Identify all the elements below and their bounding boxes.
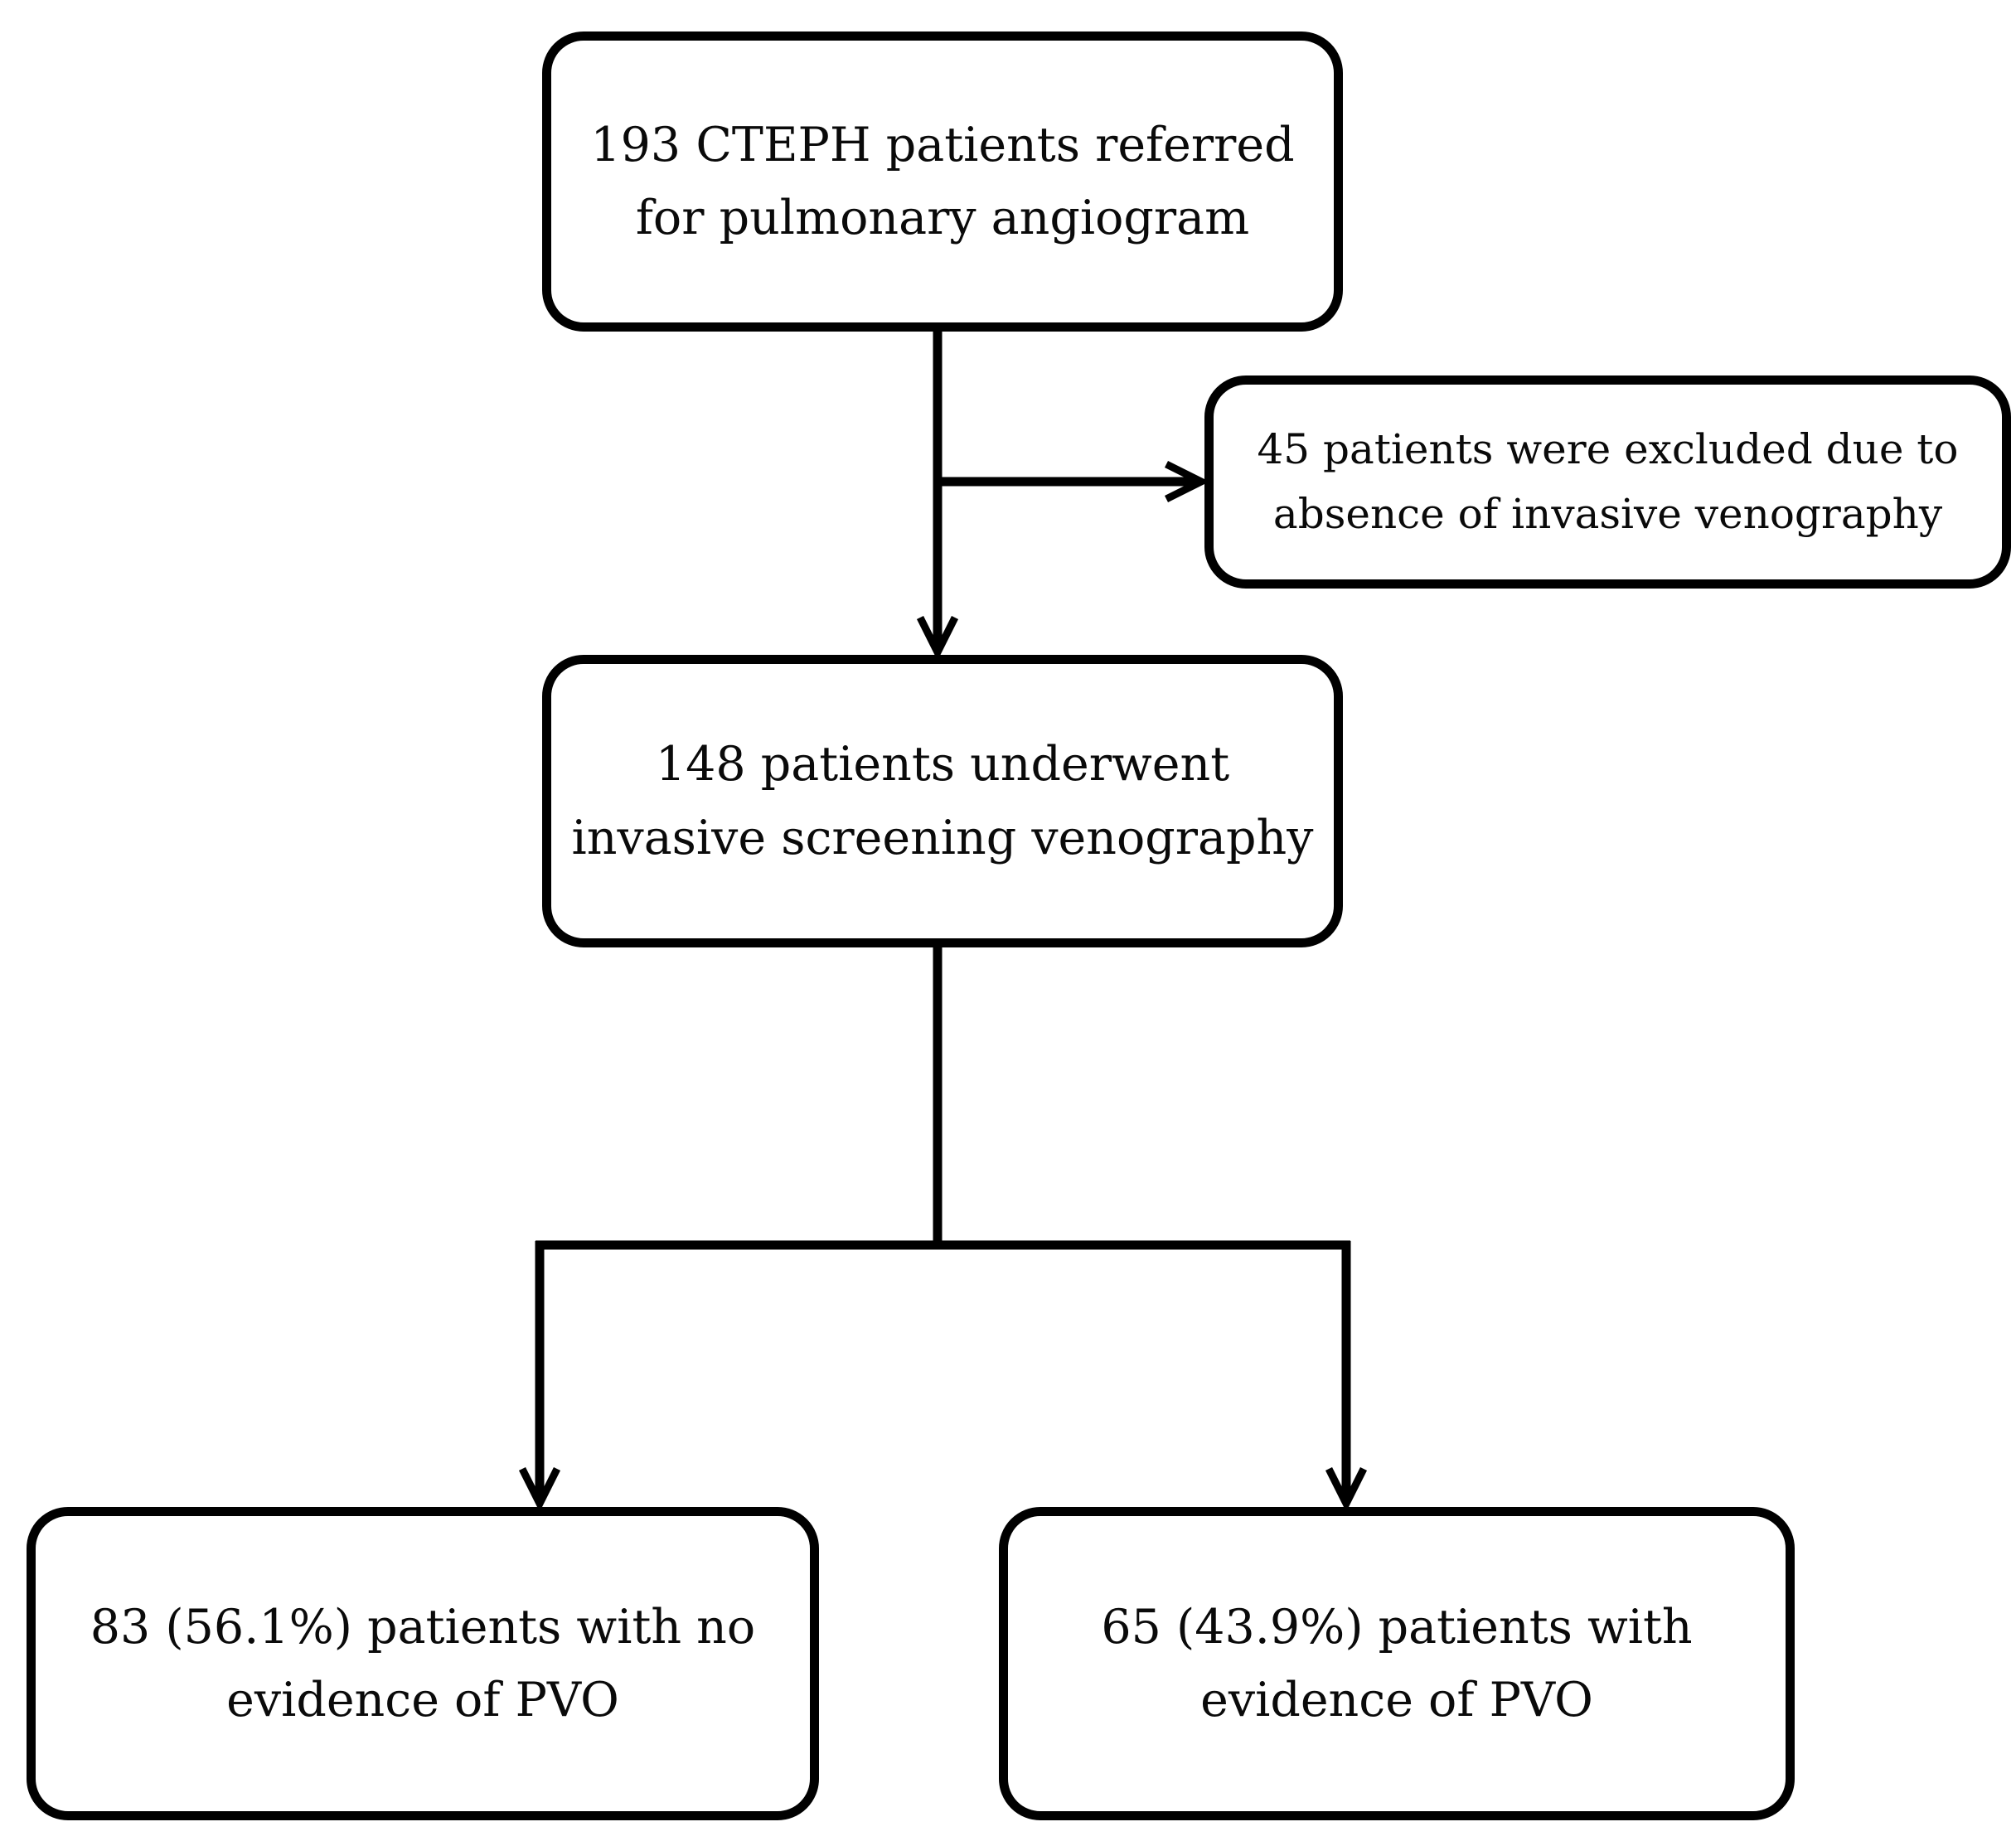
node-no-pvo-line1: 83 (56.1%) patients with no xyxy=(90,1599,756,1655)
arrowhead-down-venography xyxy=(916,615,959,661)
node-pvo-line2: evidence of PVO xyxy=(1200,1673,1593,1727)
node-excluded-line2: absence of invasive venography xyxy=(1272,489,1943,538)
node-excluded-line1: 45 patients were excluded due to xyxy=(1257,425,1959,473)
node-referred-line2: for pulmonary angiogram xyxy=(635,191,1250,245)
node-excluded-patients: 45 patients were excluded due to absence… xyxy=(1204,375,2011,589)
node-pvo-line1: 65 (43.9%) patients with xyxy=(1101,1599,1693,1655)
node-no-pvo: 83 (56.1%) patients with no evidence of … xyxy=(27,1507,819,1820)
arrowhead-down-no-pvo xyxy=(518,1466,561,1513)
node-no-pvo-line2: evidence of PVO xyxy=(226,1673,619,1727)
node-referred-line1: 193 CTEPH patients referred xyxy=(590,117,1295,172)
node-pvo: 65 (43.9%) patients with evidence of PVO xyxy=(999,1507,1795,1820)
node-venography-line1: 148 patients underwent xyxy=(655,737,1230,792)
arrowhead-right-excluded xyxy=(1164,460,1210,503)
node-referred-patients: 193 CTEPH patients referred for pulmonar… xyxy=(542,31,1343,332)
arrowhead-down-pvo xyxy=(1325,1466,1368,1513)
node-venography-line2: invasive screening venography xyxy=(571,810,1314,865)
node-screening-venography: 148 patients underwent invasive screenin… xyxy=(542,655,1343,947)
